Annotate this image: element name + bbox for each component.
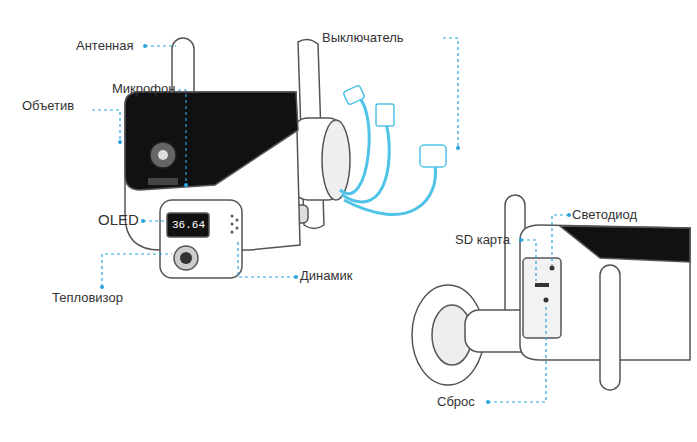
part-label: Антенная	[76, 39, 134, 53]
led	[550, 266, 555, 271]
part-label: Сброс	[437, 395, 475, 409]
speaker-holes	[231, 215, 239, 234]
part-label: OLED	[98, 212, 139, 229]
part-label: Объетив	[22, 99, 74, 113]
back-panel	[523, 258, 561, 338]
thermal-lens	[180, 252, 192, 264]
part-label: Светодиод	[572, 208, 637, 222]
display-reading: 36.64	[172, 219, 205, 231]
lens	[150, 142, 176, 168]
leader-lines	[92, 38, 569, 402]
antenna	[600, 265, 620, 390]
mount-plate	[322, 120, 350, 200]
sd-slot	[535, 283, 549, 287]
oled-screen	[167, 213, 209, 237]
part-label: Тепловизор	[52, 291, 123, 305]
part-label: SD карта	[455, 233, 510, 247]
thermal-lens	[174, 246, 198, 270]
lens	[158, 150, 168, 160]
visor	[560, 226, 690, 262]
part-label: Динамик	[300, 269, 352, 283]
reset-hole	[544, 298, 549, 303]
sensor-module	[160, 200, 242, 278]
ir-window	[148, 178, 178, 185]
leader-dots	[100, 44, 571, 404]
part-label: Выключатель	[322, 31, 404, 45]
connectors	[343, 85, 446, 167]
part-label: Микрофон	[112, 82, 175, 96]
visor	[125, 92, 298, 190]
